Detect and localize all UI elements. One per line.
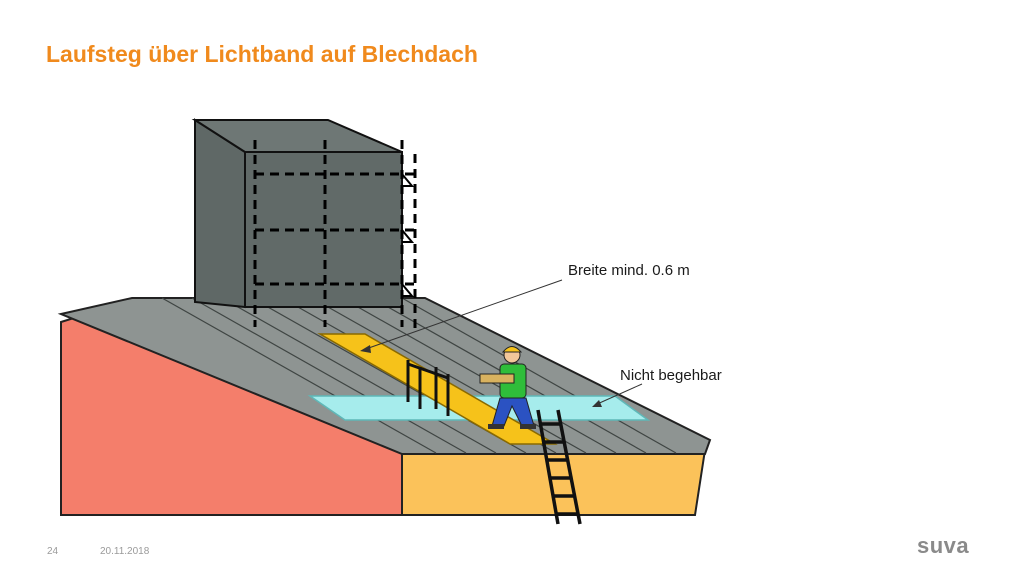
not-walkable-arrowhead bbox=[592, 400, 602, 407]
ladder bbox=[536, 409, 582, 525]
scaffold bbox=[253, 140, 417, 334]
worker-figure bbox=[479, 346, 536, 429]
walkway-railing bbox=[406, 360, 450, 416]
walkway-width-label: Breite mind. 0.6 m bbox=[568, 262, 690, 279]
slide-title: Laufsteg über Lichtband auf Blechdach bbox=[46, 41, 478, 67]
scaffold-brackets bbox=[401, 173, 415, 297]
page-number: 24 bbox=[47, 546, 59, 557]
width-arrowhead bbox=[360, 345, 371, 353]
not-walkable-leader-line bbox=[594, 383, 643, 406]
not-walkable-label: Nicht begehbar bbox=[620, 367, 722, 384]
width-leader-line bbox=[362, 279, 563, 351]
suva-logo: suva bbox=[917, 533, 970, 558]
roof-walkway-illustration bbox=[57, 118, 712, 525]
slide-date: 20.11.2018 bbox=[100, 546, 150, 557]
